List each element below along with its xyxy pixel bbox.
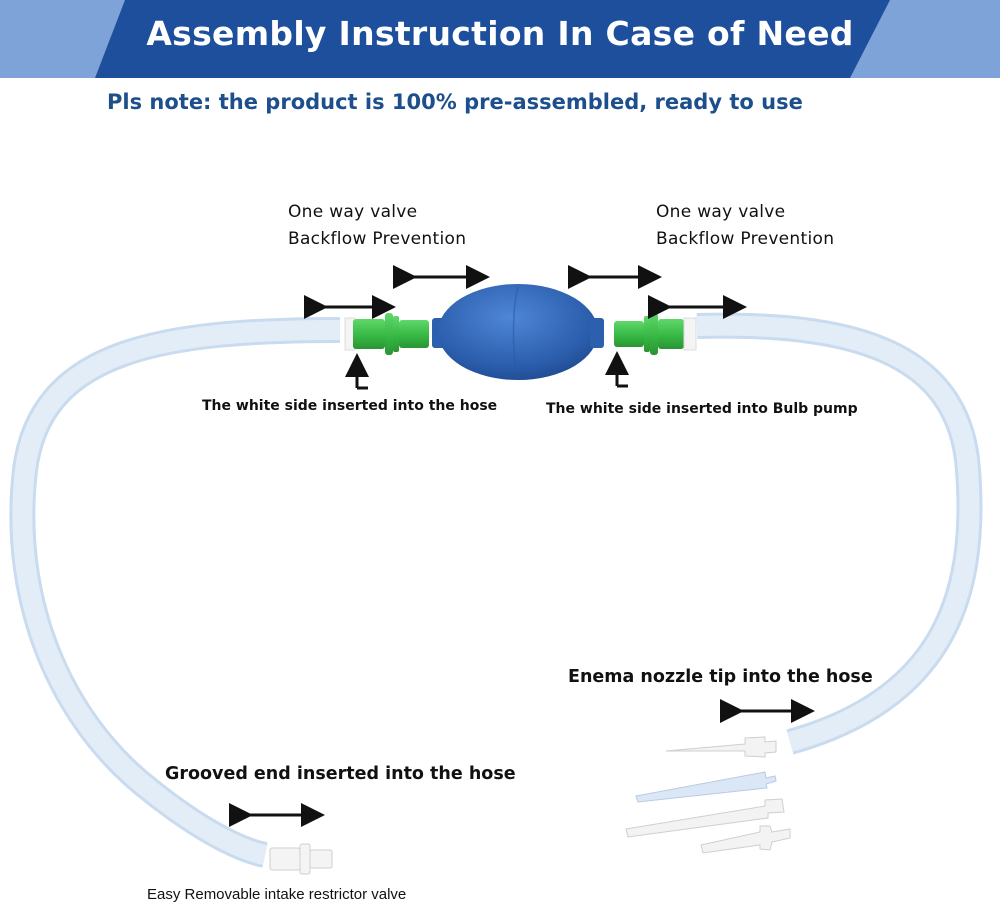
header-banner <box>0 0 1000 78</box>
right-valve-label: One way valve Backflow Prevention <box>656 199 834 253</box>
pre-assembled-note: Pls note: the product is 100% pre-assemb… <box>107 90 803 114</box>
left-one-way-valve <box>344 313 429 355</box>
pointer-left-icon <box>345 353 369 390</box>
left-valve-line2: Backflow Prevention <box>288 229 467 249</box>
nozzle-label: Enema nozzle tip into the hose <box>568 667 873 687</box>
page-title: Assembly Instruction In Case of Need <box>146 14 854 53</box>
pointer-right-icon <box>605 351 629 388</box>
banner-dark <box>95 0 890 78</box>
right-valve-line2: Backflow Prevention <box>656 229 835 249</box>
grooved-end-label: Grooved end inserted into the hose <box>165 764 516 784</box>
intake-valve-caption: Easy Removable intake restrictor valve <box>147 886 407 903</box>
right-one-way-valve <box>614 313 697 355</box>
left-valve-line1: One way valve <box>288 202 418 222</box>
intake-restrictor-valve <box>269 843 333 875</box>
left-valve-label: One way valve Backflow Prevention <box>288 199 466 253</box>
nozzle-tips <box>625 736 791 854</box>
left-white-side-label: The white side inserted into the hose <box>202 398 498 414</box>
bulb-pump <box>432 284 604 380</box>
right-valve-line1: One way valve <box>656 202 786 222</box>
right-white-side-label: The white side inserted into Bulb pump <box>546 401 858 417</box>
